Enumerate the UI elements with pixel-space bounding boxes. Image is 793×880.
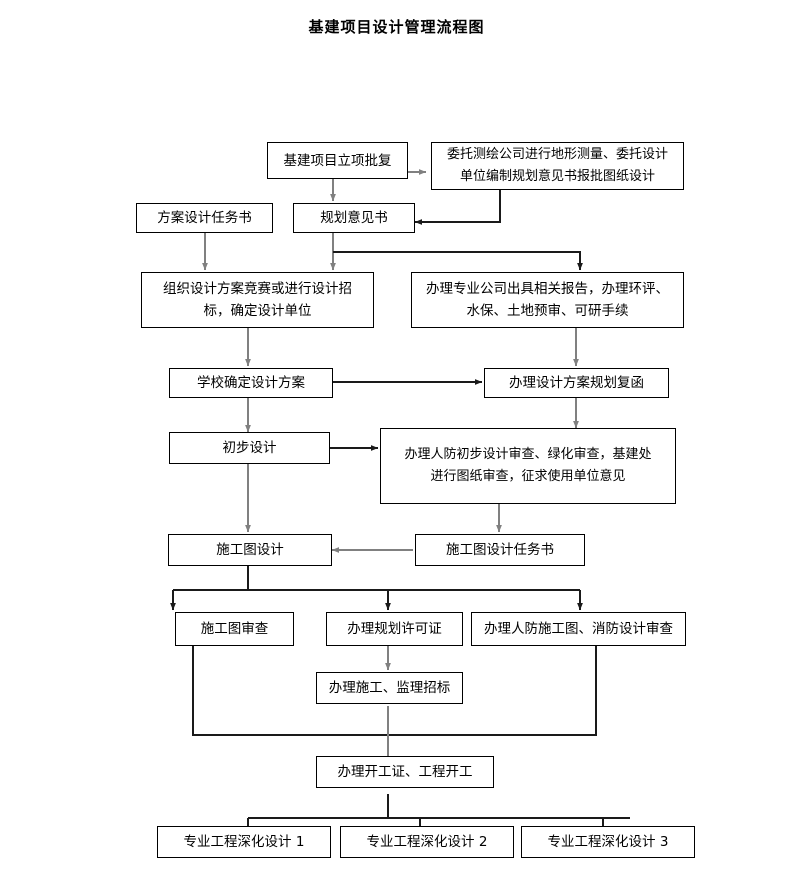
node-scheme-task[interactable]: 方案设计任务书: [136, 203, 273, 233]
node-planning-reply[interactable]: 办理设计方案规划复函: [484, 368, 669, 398]
node-construction-drawing-task[interactable]: 施工图设计任务书: [415, 534, 585, 566]
page-title: 基建项目设计管理流程图: [308, 18, 485, 36]
node-deepening-1[interactable]: 专业工程深化设计 1: [157, 826, 331, 858]
edge-cd-design-bus: [173, 566, 580, 591]
edge-start-permit-bus: [248, 794, 630, 819]
node-design-competition[interactable]: 组织设计方案竞赛或进行设计招 标，确定设计单位: [141, 272, 374, 328]
node-civil-defense-fire-review[interactable]: 办理人防施工图、消防设计审查: [471, 612, 686, 646]
node-planning-permit[interactable]: 办理规划许可证: [326, 612, 463, 646]
node-drawing-review[interactable]: 施工图审查: [175, 612, 294, 646]
node-approval[interactable]: 基建项目立项批复: [267, 142, 408, 179]
node-planning-opinion[interactable]: 规划意见书: [293, 203, 415, 233]
node-civil-defense-review[interactable]: 办理人防初步设计审查、绿化审查，基建处 进行图纸审查，征求使用单位意见: [380, 428, 676, 504]
node-preliminary-design[interactable]: 初步设计: [169, 432, 330, 464]
node-construction-bidding[interactable]: 办理施工、监理招标: [316, 672, 463, 704]
edge-survey-to-planning-opinion: [414, 190, 501, 225]
node-deepening-3[interactable]: 专业工程深化设计 3: [521, 826, 695, 858]
node-construction-drawing-design[interactable]: 施工图设计: [168, 534, 332, 566]
node-deepening-2[interactable]: 专业工程深化设计 2: [340, 826, 514, 858]
edge-planning-opinion-to-reports: [333, 251, 583, 271]
node-school-confirm[interactable]: 学校确定设计方案: [169, 368, 333, 398]
node-start-permit[interactable]: 办理开工证、工程开工: [316, 756, 494, 788]
node-survey[interactable]: 委托测绘公司进行地形测量、委托设计 单位编制规划意见书报批图纸设计: [431, 142, 684, 190]
node-professional-reports[interactable]: 办理专业公司出具相关报告，办理环评、 水保、土地预审、可研手续: [411, 272, 684, 328]
edge-merge-bus: [192, 646, 597, 736]
